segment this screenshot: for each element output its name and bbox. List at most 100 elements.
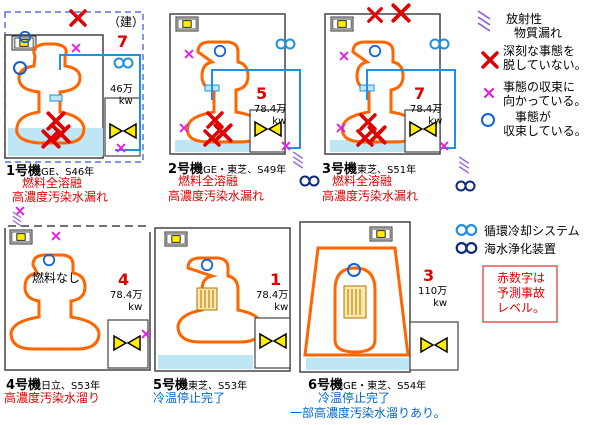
unit-5-maker: 東芝、S53年 [188, 381, 248, 392]
unit-3-power-value: 78.4万 [410, 104, 443, 115]
seawater-purification-icon [455, 180, 476, 192]
seawater-purification-icon [299, 175, 320, 187]
legend-converged-line-1: 事態が [515, 110, 552, 124]
legend-radiation-line-1: 放射性 [506, 12, 543, 26]
fuel-pool-icon [332, 18, 352, 30]
unit-3-status-1: 燃料全溶融 [332, 174, 393, 188]
legend-serious-line-1: 深刻な事態を [503, 44, 576, 58]
unit-4-power: 78.4万 kw [110, 290, 142, 313]
unit-3-status-2: 高濃度汚染水漏れ [322, 189, 419, 203]
radiation-leak-icon [477, 10, 491, 32]
unit-5-status-1: 冷温停止完了 [153, 391, 226, 405]
unit-1-status-2: 高濃度汚染水漏れ [12, 190, 109, 204]
unit-2-power-value: 78.4万 [254, 104, 287, 115]
unit-5-power-unit: kw [274, 301, 289, 313]
unit-4-name: 4号機 [6, 378, 42, 393]
unit-5-label: 5号機東芝、S53年 [153, 376, 247, 392]
radiation-leak-icon [458, 156, 470, 174]
unit-4-power-unit: kw [128, 301, 143, 313]
unit-3-power-unit: kw [428, 115, 443, 127]
unit-4-power-value: 78.4万 [110, 290, 143, 301]
unit-6-maker: GE・東芝、S54年 [343, 381, 427, 392]
unit-3-level: 7 [414, 84, 426, 103]
unit-2-building [169, 13, 320, 187]
converging-mark-icon [15, 206, 25, 216]
fuel-pool-icon [177, 18, 197, 30]
unit-3-power: 78.4万 kw [410, 104, 442, 127]
unit-3-maker: 東芝、S51年 [357, 165, 417, 176]
unit-1-power-unit: kw [118, 95, 133, 107]
radiation-leak-icon [292, 151, 304, 169]
unit-1-power-value: 46万 [110, 84, 133, 95]
unit-6-power: 110万 kw [418, 286, 447, 309]
unit-6-label: 6号機GE・東芝、S54年 [308, 376, 426, 392]
unit-1-maker: GE、S46年 [41, 167, 95, 178]
legend-circulation: 循環冷却システム [484, 224, 580, 238]
unit-1-name: 1号機 [6, 164, 42, 179]
unit-2-power: 78.4万 kw [254, 104, 286, 127]
unit-4-status-1: 高濃度汚染水溜り [4, 391, 101, 405]
unit-6-status-2: 一部高濃度汚染水溜りあり。 [290, 406, 446, 420]
unit-4-maker: 日立、S53年 [41, 381, 101, 392]
unit-1-level: 7 [117, 32, 129, 51]
unit-6-level: 3 [423, 266, 435, 285]
legend-serious-line-2: 脱していない。 [503, 58, 587, 73]
serious-mark-icon [69, 9, 87, 27]
converged-mark-icon [481, 113, 495, 127]
unit-2-power-unit: kw [272, 115, 287, 127]
serious-mark-icon [481, 51, 499, 69]
unit-1-label: 1号機GE、S46年 [6, 162, 94, 178]
unit-4-label: 4号機日立、S53年 [6, 376, 100, 392]
unit-1-building [4, 9, 144, 163]
legend-converged: 事態が 収束している。 [503, 110, 587, 139]
circulation-cooling-icon [455, 223, 478, 237]
converging-mark-icon [51, 231, 61, 241]
legend-radiation-line-2: 物質漏れ [514, 26, 563, 41]
unit-5-power: 78.4万 kw [256, 290, 288, 313]
unit-6-building [299, 221, 459, 373]
unit-4-core-note: 燃料なし [32, 271, 81, 285]
unit-5-level: 1 [270, 270, 282, 289]
unit-4-level: 4 [118, 270, 130, 289]
legend-converging: 事態の収束に 向かっている。 [503, 80, 586, 109]
legend-seawater: 海水浄化装置 [484, 242, 557, 256]
unit-2-level: 5 [256, 84, 268, 103]
unit-2-label: 2号機GE・東芝、S49年 [168, 160, 286, 176]
unit-2-name: 2号機 [168, 162, 204, 177]
legend-note-line-2: 予測事故 [496, 286, 545, 300]
seawater-purification-icon [455, 241, 478, 255]
unit-3-building [324, 3, 476, 192]
legend-note-line-1: 赤数字は [496, 271, 545, 285]
unit-5-power-value: 78.4万 [256, 290, 289, 301]
unit-3-label: 3号機東芝、S51年 [322, 160, 416, 176]
unit-6-status-1: 冷温停止完了 [318, 391, 391, 405]
unit-3-name: 3号機 [322, 162, 358, 177]
unit-1-status-1: 燃料全溶融 [22, 176, 83, 190]
legend [455, 10, 558, 323]
unit-1-power: 46万 kw [110, 84, 133, 107]
legend-converging-line-2: 向かっている。 [503, 94, 587, 109]
legend-converged-line-2: 収束している。 [503, 124, 587, 139]
fuel-pool-icon [166, 233, 186, 245]
legend-note: 赤数字は 予測事故 レベル。 [490, 271, 552, 316]
unit-5-building [154, 227, 291, 372]
legend-converging-line-1: 事態の収束に [503, 80, 576, 94]
legend-note-line-3: レベル。 [496, 301, 545, 315]
unit-4-building [4, 206, 151, 371]
legend-serious: 深刻な事態を 脱していない。 [503, 44, 587, 73]
unit-2-maker: GE・東芝、S49年 [203, 165, 287, 176]
unit-6-power-unit: kw [433, 297, 448, 309]
unit-5-name: 5号機 [153, 378, 189, 393]
unit-2-status-1: 燃料全溶融 [178, 174, 239, 188]
circulation-cooling-icon [113, 57, 134, 69]
unit-6-name: 6号機 [308, 378, 344, 393]
converging-mark-icon [483, 87, 495, 99]
radiation-leak-icon [12, 211, 22, 227]
unit-2-status-2: 高濃度汚染水漏れ [168, 189, 265, 203]
fuel-pool-icon [11, 231, 31, 243]
unit-6-power-value: 110万 [418, 286, 448, 297]
fuel-pool-icon [371, 228, 391, 240]
construction-tag: （建） [108, 15, 145, 29]
legend-radiation: 放射性 物質漏れ [506, 12, 562, 41]
